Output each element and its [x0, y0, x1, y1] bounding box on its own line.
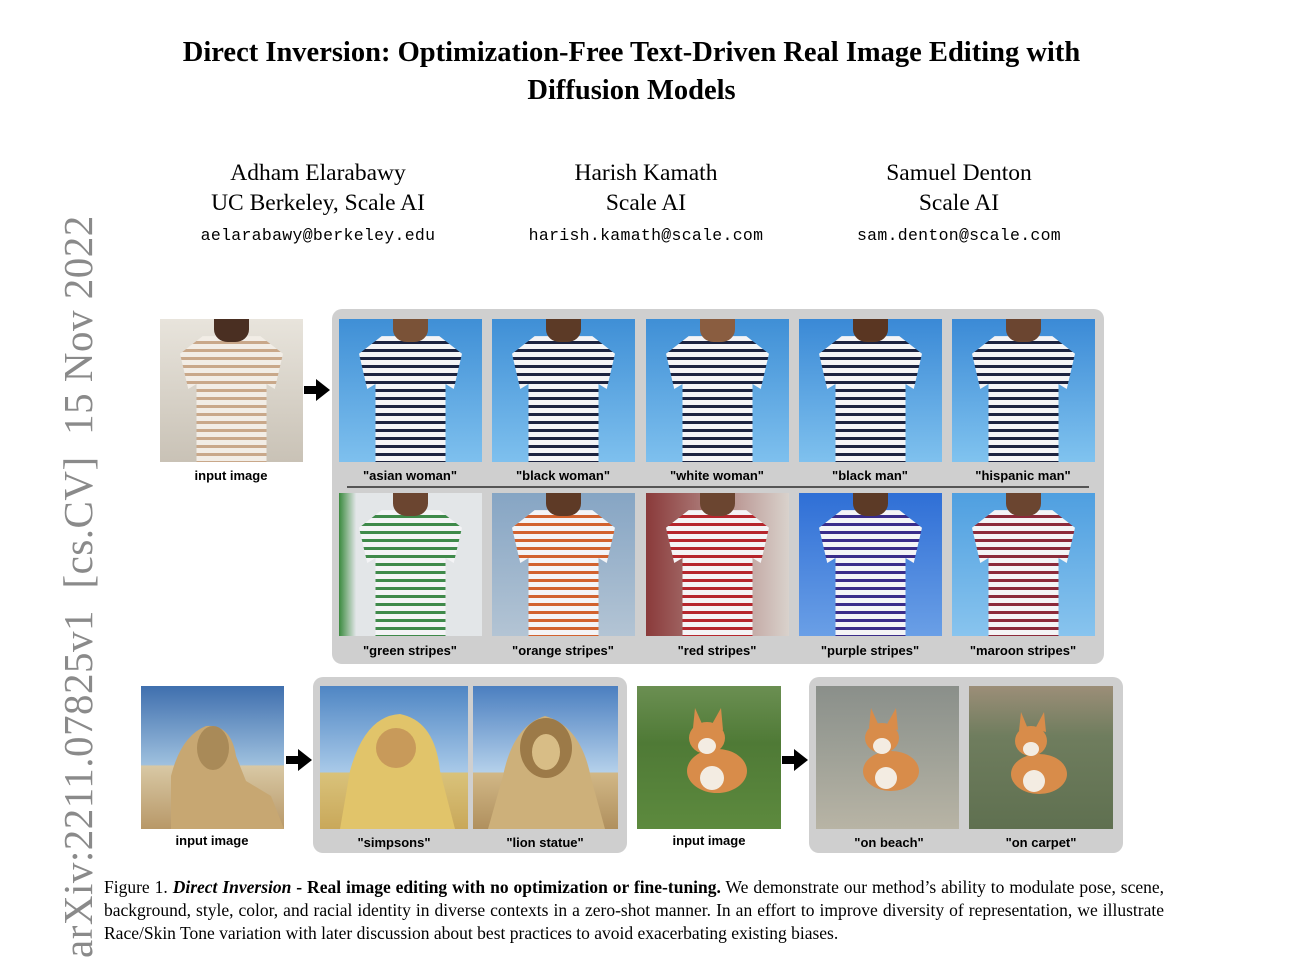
- author-email[interactable]: aelarabawy@berkeley.edu: [200, 226, 436, 245]
- input-image-label: input image: [672, 833, 746, 848]
- striped-shirt: [819, 510, 922, 636]
- author-affiliation: Scale AI: [605, 190, 687, 216]
- lion-statue-edit-image: [473, 686, 618, 829]
- on-beach-edit-image: [816, 686, 959, 829]
- striped-shirt: [512, 510, 615, 636]
- shirt-edit-image: [799, 493, 942, 636]
- striped-shirt: [180, 336, 283, 462]
- input-sphinx-image: [141, 686, 284, 829]
- author-email[interactable]: harish.kamath@scale.com: [528, 226, 764, 245]
- input-corgi-image: [637, 686, 781, 829]
- edit-label: "hispanic man": [975, 468, 1071, 483]
- input-image-label: input image: [175, 833, 249, 848]
- edit-label: "asian woman": [363, 468, 457, 483]
- striped-shirt: [972, 336, 1075, 462]
- edit-label: "red stripes": [677, 643, 757, 658]
- shirt-edit-image: [952, 493, 1095, 636]
- striped-shirt: [666, 510, 769, 636]
- striped-shirt: [359, 510, 462, 636]
- edit-label: "purple stripes": [820, 643, 920, 658]
- caption-bold-summary: - Real image editing with no optimizatio…: [291, 877, 721, 897]
- shirt-edit-image: [799, 319, 942, 462]
- shirt-edit-image: [339, 493, 482, 636]
- shirt-edit-image: [492, 493, 635, 636]
- row-divider: [347, 486, 1089, 488]
- shirt-edit-image: [646, 319, 789, 462]
- edit-label: "on beach": [854, 835, 924, 850]
- edit-label: "black woman": [516, 468, 610, 483]
- author-name: Samuel Denton: [886, 160, 1032, 186]
- shirt-edit-image: [646, 493, 789, 636]
- arxiv-identifier: arXiv:2211.07825v1 [cs.CV] 15 Nov 2022: [55, 215, 101, 958]
- corgi-shape: [687, 708, 747, 793]
- arrow-right-icon: [782, 749, 808, 771]
- on-carpet-edit-image: [969, 686, 1113, 829]
- edit-label: "green stripes": [363, 643, 457, 658]
- sphinx-shape: [171, 725, 284, 829]
- author-affiliation: UC Berkeley, Scale AI: [211, 190, 425, 216]
- edit-label: "lion statue": [506, 835, 584, 850]
- figure-caption: Figure 1. Direct Inversion - Real image …: [104, 876, 1164, 945]
- caption-body: We demonstrate our method’s ability to m…: [104, 877, 1164, 943]
- author-name: Adham Elarabawy: [230, 160, 406, 186]
- shirt-edit-image: [952, 319, 1095, 462]
- arrow-right-icon: [286, 749, 312, 771]
- edit-label: "white woman": [670, 468, 764, 483]
- author-name: Harish Kamath: [574, 160, 718, 186]
- author-3: Samuel Denton Scale AI sam.denton@scale.…: [809, 158, 1109, 245]
- shirt-edit-image: [492, 319, 635, 462]
- edit-label: "black man": [832, 468, 908, 483]
- edit-label: "on carpet": [1005, 835, 1077, 850]
- shirt-edit-image: [339, 319, 482, 462]
- edit-label: "simpsons": [357, 835, 431, 850]
- simpsons-edit-image: [320, 686, 468, 829]
- author-affiliation: Scale AI: [918, 190, 1000, 216]
- caption-label: Figure 1.: [104, 877, 168, 897]
- paper-title: Direct Inversion: Optimization-Free Text…: [182, 37, 1081, 106]
- input-shirt-image: [160, 319, 303, 462]
- striped-shirt: [819, 336, 922, 462]
- edit-label: "orange stripes": [512, 643, 614, 658]
- striped-shirt: [359, 336, 462, 462]
- striped-shirt: [666, 336, 769, 462]
- author-1: Adham Elarabawy UC Berkeley, Scale AI ae…: [168, 158, 468, 245]
- striped-shirt: [972, 510, 1075, 636]
- striped-shirt: [512, 336, 615, 462]
- author-email[interactable]: sam.denton@scale.com: [856, 226, 1062, 245]
- input-image-label: input image: [194, 468, 268, 483]
- edit-label: "maroon stripes": [969, 643, 1077, 658]
- author-2: Harish Kamath Scale AI harish.kamath@sca…: [496, 158, 796, 245]
- arrow-right-icon: [304, 379, 330, 401]
- caption-method-name: Direct Inversion: [172, 877, 292, 897]
